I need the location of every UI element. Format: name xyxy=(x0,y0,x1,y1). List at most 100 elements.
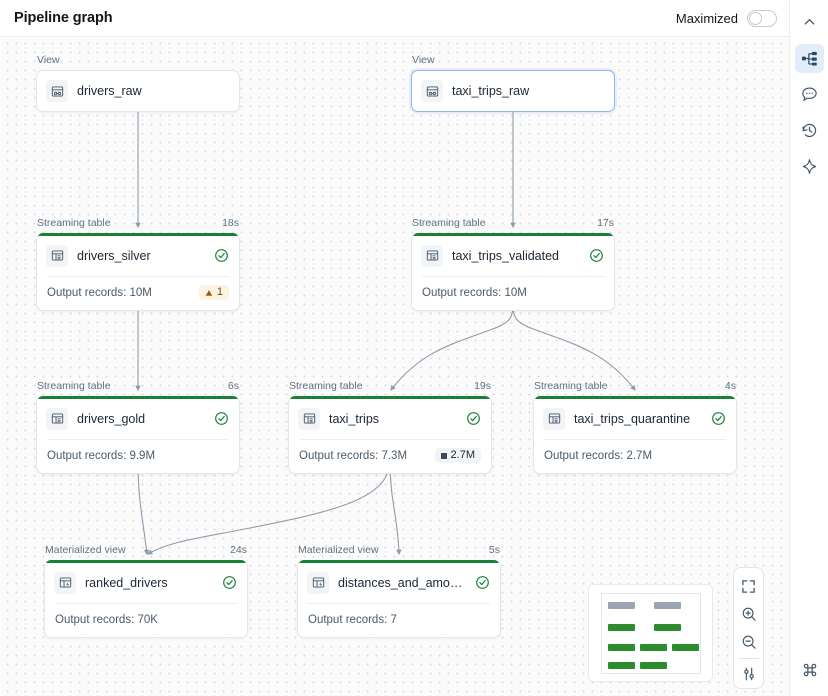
minimap[interactable] xyxy=(588,584,713,682)
warning-badge[interactable]: 1 xyxy=(198,285,229,300)
zoom-out-button[interactable] xyxy=(735,628,763,656)
node-title: drivers_gold xyxy=(77,411,146,426)
view-table-icon xyxy=(421,80,443,102)
status-success-icon xyxy=(466,411,481,426)
node-type-label: View xyxy=(412,54,435,66)
graph-node-taxi_trips_raw[interactable]: View taxi_trips_raw xyxy=(411,54,615,112)
node-footer: Output records: 10M 1 xyxy=(37,277,239,310)
status-success-icon xyxy=(711,411,726,426)
maximize-toggle-group[interactable]: Maximized xyxy=(675,9,777,27)
settings-button[interactable] xyxy=(735,660,763,688)
output-records: Output records: 10M xyxy=(47,286,152,299)
node-card[interactable]: drivers_raw xyxy=(36,70,240,112)
right-rail xyxy=(789,0,828,696)
minimap-node-table xyxy=(640,644,667,651)
record-count-badge-value: 2.7M xyxy=(450,449,475,461)
node-type-label: Streaming table xyxy=(534,380,608,392)
history-button[interactable] xyxy=(795,116,824,145)
node-divider xyxy=(544,438,726,440)
node-card[interactable]: distances_and_amounts_b... Output records… xyxy=(297,560,501,638)
node-header: distances_and_amounts_b... xyxy=(298,563,500,603)
node-duration: 18s xyxy=(222,217,239,229)
graph-node-drivers_raw[interactable]: View drivers_raw xyxy=(36,54,240,112)
streaming-table-icon xyxy=(421,244,443,267)
node-header: taxi_trips_raw xyxy=(412,71,614,111)
output-records: Output records: 10M xyxy=(422,286,527,299)
output-records: Output records: 7 xyxy=(308,613,397,626)
graph-controls xyxy=(733,567,764,689)
collapse-panel-button[interactable] xyxy=(795,8,824,37)
node-title: taxi_trips_quarantine xyxy=(574,411,691,426)
streaming-table-icon xyxy=(46,244,68,267)
node-divider xyxy=(55,602,237,604)
node-divider xyxy=(308,602,490,604)
node-header: drivers_gold xyxy=(37,399,239,439)
maximize-toggle[interactable] xyxy=(747,9,777,27)
streaming-table-icon xyxy=(46,407,68,430)
minimap-node-table xyxy=(672,644,699,651)
graph-node-distances_and_amounts[interactable]: Materialized view 5s distances_and_amounts… xyxy=(297,544,501,638)
record-count-badge[interactable]: 2.7M xyxy=(434,448,481,463)
node-meta: Materialized view 5s xyxy=(297,544,501,560)
node-header: ranked_drivers xyxy=(45,563,247,603)
minimap-node-table xyxy=(608,662,635,669)
minimap-node-table xyxy=(640,662,667,669)
page-title: Pipeline graph xyxy=(14,10,113,26)
node-header: drivers_silver xyxy=(37,236,239,276)
status-success-icon xyxy=(214,248,229,263)
node-header: drivers_raw xyxy=(37,71,239,111)
panel-header: Pipeline graph Maximized xyxy=(0,0,789,37)
minimap-node-view xyxy=(608,602,635,609)
pipeline-graph-button[interactable] xyxy=(794,44,824,73)
node-title: taxi_trips_raw xyxy=(452,84,530,98)
zoom-in-button[interactable] xyxy=(735,601,763,629)
comments-button[interactable] xyxy=(795,80,824,109)
command-palette-button[interactable] xyxy=(795,655,824,684)
node-title: taxi_trips xyxy=(329,411,380,426)
node-duration: 5s xyxy=(488,544,500,556)
status-success-icon xyxy=(214,411,229,426)
node-footer: Output records: 10M xyxy=(412,277,614,310)
maximize-toggle-label: Maximized xyxy=(675,10,738,26)
assistant-button[interactable] xyxy=(795,152,824,181)
node-title: distances_and_amounts_b... xyxy=(338,575,466,590)
node-duration: 4s xyxy=(724,380,736,392)
node-divider xyxy=(422,275,604,277)
node-card[interactable]: taxi_trips_raw xyxy=(411,70,615,112)
status-success-icon xyxy=(589,248,604,263)
output-records: Output records: 9.9M xyxy=(47,449,156,462)
materialized-view-icon xyxy=(54,571,76,594)
node-header: taxi_trips_quarantine xyxy=(534,399,736,439)
node-type-label: Materialized view xyxy=(298,544,379,556)
node-divider xyxy=(47,438,229,440)
node-footer: Output records: 7 xyxy=(298,604,500,637)
minimap-node-table xyxy=(608,644,635,651)
warning-triangle-icon xyxy=(205,289,213,296)
node-title: drivers_silver xyxy=(77,248,151,263)
node-divider xyxy=(47,275,229,277)
node-footer: Output records: 9.9M xyxy=(37,440,239,473)
node-meta: View xyxy=(36,54,240,70)
node-title: drivers_raw xyxy=(77,84,142,98)
node-header: taxi_trips_validated xyxy=(412,236,614,276)
node-title: ranked_drivers xyxy=(85,575,168,590)
output-records: Output records: 70K xyxy=(55,613,158,626)
fit-view-button[interactable] xyxy=(735,573,763,601)
